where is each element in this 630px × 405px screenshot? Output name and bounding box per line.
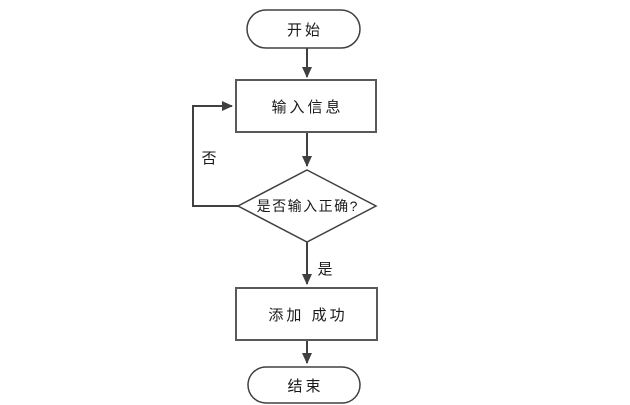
decision-node-label: 是否输入正确?	[256, 198, 359, 214]
input-info-node-label: 输入信息	[271, 98, 344, 116]
end-node-label: 结束	[287, 377, 324, 395]
start-node-label: 开始	[286, 21, 323, 39]
edge-label-yes: 是	[317, 260, 333, 278]
end-node-shape	[247, 366, 361, 404]
add-success-node-shape	[235, 287, 378, 341]
edge-label-no: 否	[201, 149, 217, 167]
decision-node-shape	[236, 169, 378, 243]
start-node-shape	[246, 9, 361, 49]
input-info-node-shape	[235, 79, 377, 133]
add-success-node-label: 添加 成功	[268, 306, 348, 324]
edge-decision-to-input-loop	[192, 101, 240, 207]
